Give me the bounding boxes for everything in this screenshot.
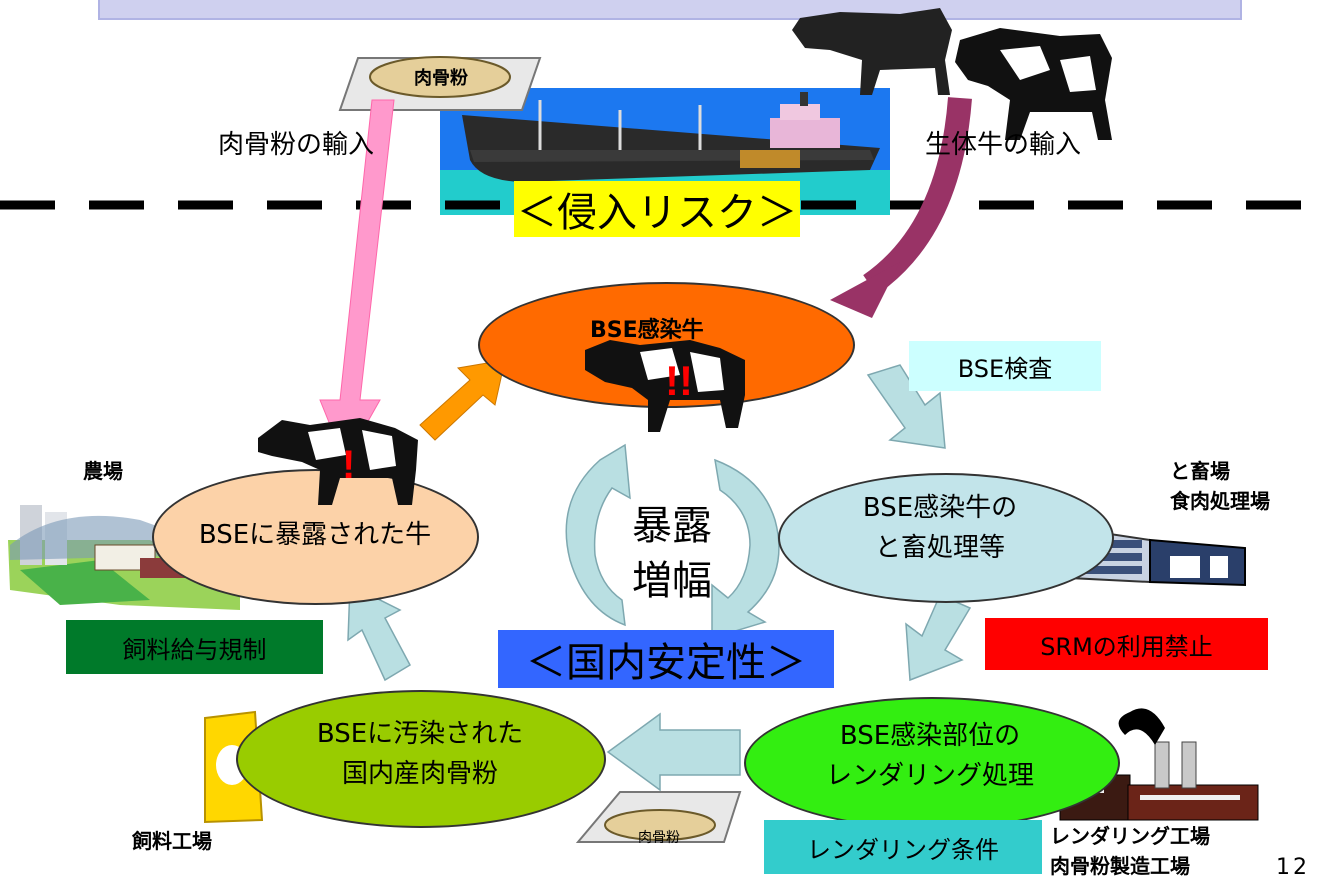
rendering-plant-label-1: レンダリング工場 [1050, 824, 1210, 848]
page-number: 12 [1276, 855, 1310, 880]
rendering-label: BSE感染部位の レンダリング処理 [825, 721, 1034, 791]
bse-test-box: BSE検査 [909, 341, 1101, 391]
infected-cow-icon: !! [585, 340, 745, 432]
exposed-cow-icon: ! [258, 418, 418, 505]
ellipse-rendering [744, 697, 1120, 829]
small-mbm-sack-label: 肉骨粉 [638, 830, 680, 846]
feed-factory-label: 飼料工場 [132, 829, 212, 853]
slaughter-label: BSE感染牛の と畜処理等 [862, 493, 1018, 563]
feed-ban-box: 飼料給与規制 [66, 620, 323, 674]
small-mbm-sack-icon [575, 791, 742, 843]
cattle-import-label: 生体牛の輸入 [925, 130, 1082, 160]
slaughterhouse-label-1: と畜場 [1170, 459, 1230, 483]
ellipse-slaughter [778, 473, 1114, 603]
center-amplification-label: 増幅 [632, 558, 712, 604]
svg-text:!: ! [342, 443, 355, 487]
rendering-conditions-box: レンダリング条件 [764, 820, 1042, 874]
top-band [98, 0, 1242, 20]
arrow-to-slaughter [866, 364, 946, 449]
ellipse-exposed-cattle [152, 469, 479, 605]
mbm-import-label: 肉骨粉の輸入 [218, 130, 375, 160]
exposure-arrow [419, 359, 506, 441]
cycle-arrow-right [711, 458, 780, 640]
invasion-risk-title: ＜侵入リスク＞ [514, 181, 800, 237]
domestic-stability-title: ＜国内安定性＞ [498, 630, 834, 688]
mbm-sack-label: 肉骨粉 [414, 68, 468, 89]
arrow-to-exposed [347, 583, 411, 682]
rendering-plant-label-2: 肉骨粉製造工場 [1050, 854, 1190, 878]
arrow-to-mbm [606, 712, 741, 792]
center-exposure-label: 暴露 [632, 503, 712, 549]
exposed-cattle-label: BSEに暴露された牛 [198, 520, 432, 550]
farm-label: 農場 [83, 459, 123, 483]
srm-ban-box: SRMの利用禁止 [985, 618, 1268, 670]
cycle-arrow-left [565, 443, 631, 627]
mbm-sack-icon [338, 56, 542, 111]
infected-cattle-label: BSE感染牛 [590, 318, 704, 343]
arrow-to-rendering [905, 594, 972, 682]
contaminated-mbm-label: BSEに汚染された 国内産肉骨粉 [316, 719, 524, 789]
cattle-silhouettes-icon [792, 8, 1112, 140]
svg-text:!!: !! [665, 357, 693, 404]
slaughterhouse-label-2: 食肉処理場 [1170, 489, 1270, 513]
ellipse-contaminated-mbm [236, 690, 606, 828]
